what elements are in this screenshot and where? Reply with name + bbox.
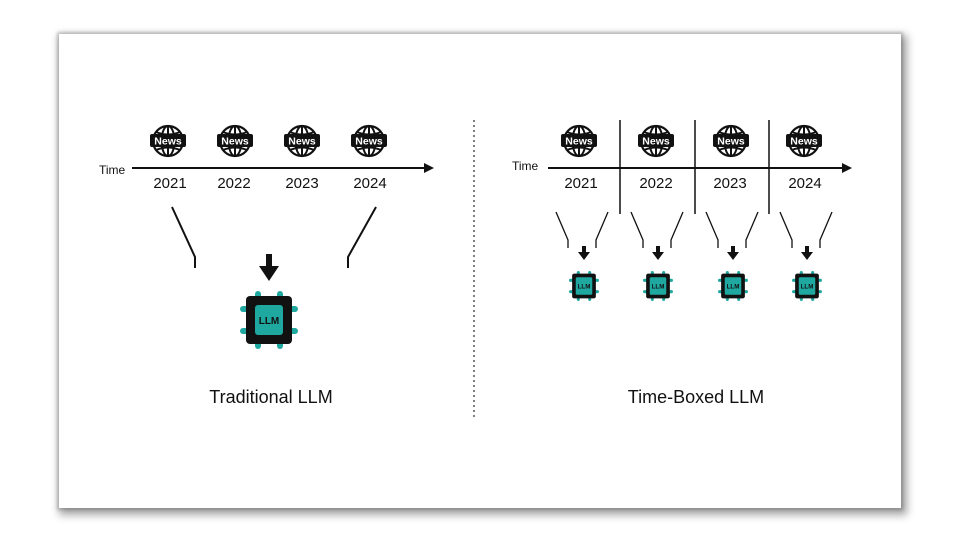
small-funnel bbox=[630, 211, 684, 248]
news-label: News bbox=[790, 136, 818, 148]
down-arrow-icon bbox=[727, 246, 739, 260]
news-label: News bbox=[717, 136, 745, 148]
right-caption: Time-Boxed LLM bbox=[627, 387, 765, 407]
news-icon: News bbox=[150, 124, 186, 158]
chip-label: LLM bbox=[727, 283, 740, 290]
news-icon: News bbox=[561, 124, 597, 158]
small-funnel bbox=[779, 211, 833, 248]
news-label: News bbox=[355, 136, 383, 148]
news-icon: News bbox=[638, 124, 674, 158]
year-label: 2021 bbox=[153, 175, 187, 192]
year-label: 2021 bbox=[564, 175, 598, 192]
news-icon: News bbox=[713, 124, 749, 158]
year-label: 2023 bbox=[285, 175, 319, 192]
small-funnel bbox=[555, 211, 609, 248]
year-label: 2024 bbox=[788, 175, 822, 192]
chip-label: LLM bbox=[652, 283, 665, 290]
chip-label: LLM bbox=[801, 283, 814, 290]
news-label: News bbox=[642, 136, 670, 148]
down-arrow-icon bbox=[801, 246, 813, 260]
diagram-card bbox=[59, 34, 901, 508]
year-label: 2024 bbox=[353, 175, 387, 192]
small-funnel bbox=[705, 211, 759, 248]
left-caption: Traditional LLM bbox=[209, 387, 333, 407]
down-arrow-icon bbox=[652, 246, 664, 260]
news-label: News bbox=[288, 136, 316, 148]
left-funnel-line bbox=[171, 206, 196, 268]
chip-label: LLM bbox=[578, 283, 591, 290]
news-icon: News bbox=[351, 124, 387, 158]
right-axis-arrowhead bbox=[842, 163, 852, 173]
right-funnel-line bbox=[347, 206, 377, 268]
down-arrow-icon bbox=[259, 254, 279, 281]
left-axis-arrowhead bbox=[424, 163, 434, 173]
llm-chip-icon: LLM bbox=[568, 270, 600, 302]
time-label: Time bbox=[99, 163, 126, 177]
news-label: News bbox=[154, 136, 182, 148]
news-icon: News bbox=[217, 124, 253, 158]
llm-chip-icon: LLM bbox=[238, 289, 300, 351]
time-label: Time bbox=[512, 159, 539, 173]
year-label: 2023 bbox=[713, 175, 747, 192]
year-label: 2022 bbox=[639, 175, 673, 192]
news-label: News bbox=[565, 136, 593, 148]
llm-chip-icon: LLM bbox=[642, 270, 674, 302]
llm-chip-icon: LLM bbox=[791, 270, 823, 302]
llm-chip-icon: LLM bbox=[717, 270, 749, 302]
news-icon: News bbox=[786, 124, 822, 158]
year-label: 2022 bbox=[217, 175, 251, 192]
down-arrow-icon bbox=[578, 246, 590, 260]
news-label: News bbox=[221, 136, 249, 148]
news-icon: News bbox=[284, 124, 320, 158]
chip-label: LLM bbox=[259, 316, 280, 327]
